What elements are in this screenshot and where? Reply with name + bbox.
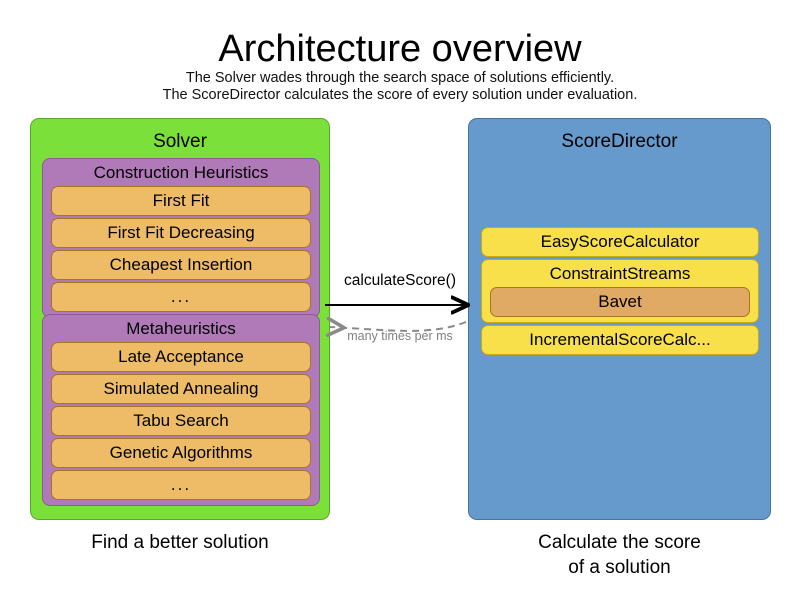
- algorithm-item-tabu-search[interactable]: Tabu Search: [51, 406, 311, 436]
- group-metaheuristics: Metaheuristics Late Acceptance Simulated…: [42, 314, 320, 506]
- score-block-constraint-streams-label: ConstraintStreams: [549, 264, 691, 283]
- algorithm-item-genetic-algorithms[interactable]: Genetic Algorithms: [51, 438, 311, 468]
- arrow-label-many-times-per-ms: many times per ms: [347, 329, 453, 343]
- score-block-constraint-streams[interactable]: ConstraintStreams Bavet: [481, 259, 759, 323]
- algorithm-item-simulated-annealing[interactable]: Simulated Annealing: [51, 374, 311, 404]
- algorithm-item-more-metaheuristics[interactable]: ...: [51, 470, 311, 500]
- score-block-incremental-score-calculator[interactable]: IncrementalScoreCalc...: [481, 325, 759, 355]
- subtitle-line-1: The Solver wades through the search spac…: [185, 70, 615, 86]
- caption-score-director-line-2: of a solution: [568, 557, 671, 578]
- score-director-block-list: EasyScoreCalculator ConstraintStreams Ba…: [481, 227, 759, 357]
- solver-panel: Solver Construction Heuristics First Fit…: [30, 118, 330, 520]
- subtitle-line-2: The ScoreDirector calculates the score o…: [162, 87, 638, 103]
- construction-heuristics-item-list: First Fit First Fit Decreasing Cheapest …: [43, 186, 319, 317]
- page-title: Architecture overview: [218, 28, 582, 70]
- algorithm-item-first-fit[interactable]: First Fit: [51, 186, 311, 216]
- caption-score-director: Calculate the score of a solution: [468, 530, 771, 580]
- score-block-bavet[interactable]: Bavet: [490, 287, 750, 317]
- metaheuristics-item-list: Late Acceptance Simulated Annealing Tabu…: [43, 342, 319, 505]
- algorithm-item-late-acceptance[interactable]: Late Acceptance: [51, 342, 311, 372]
- group-construction-heuristics: Construction Heuristics First Fit First …: [42, 158, 320, 318]
- solver-panel-title: Solver: [153, 131, 207, 152]
- group-title-metaheuristics: Metaheuristics: [126, 319, 236, 338]
- score-block-easy-score-calculator[interactable]: EasyScoreCalculator: [481, 227, 759, 257]
- score-director-panel-title: ScoreDirector: [561, 131, 678, 152]
- algorithm-item-more-construction[interactable]: ...: [51, 282, 311, 312]
- algorithm-item-cheapest-insertion[interactable]: Cheapest Insertion: [51, 250, 311, 280]
- caption-score-director-line-1: Calculate the score: [538, 532, 701, 553]
- group-title-construction-heuristics: Construction Heuristics: [93, 163, 269, 182]
- algorithm-item-first-fit-decreasing[interactable]: First Fit Decreasing: [51, 218, 311, 248]
- arrow-label-calculate-score: calculateScore(): [344, 272, 456, 289]
- caption-solver: Find a better solution: [91, 532, 269, 553]
- score-director-panel: ScoreDirector EasyScoreCalculator Constr…: [468, 118, 771, 520]
